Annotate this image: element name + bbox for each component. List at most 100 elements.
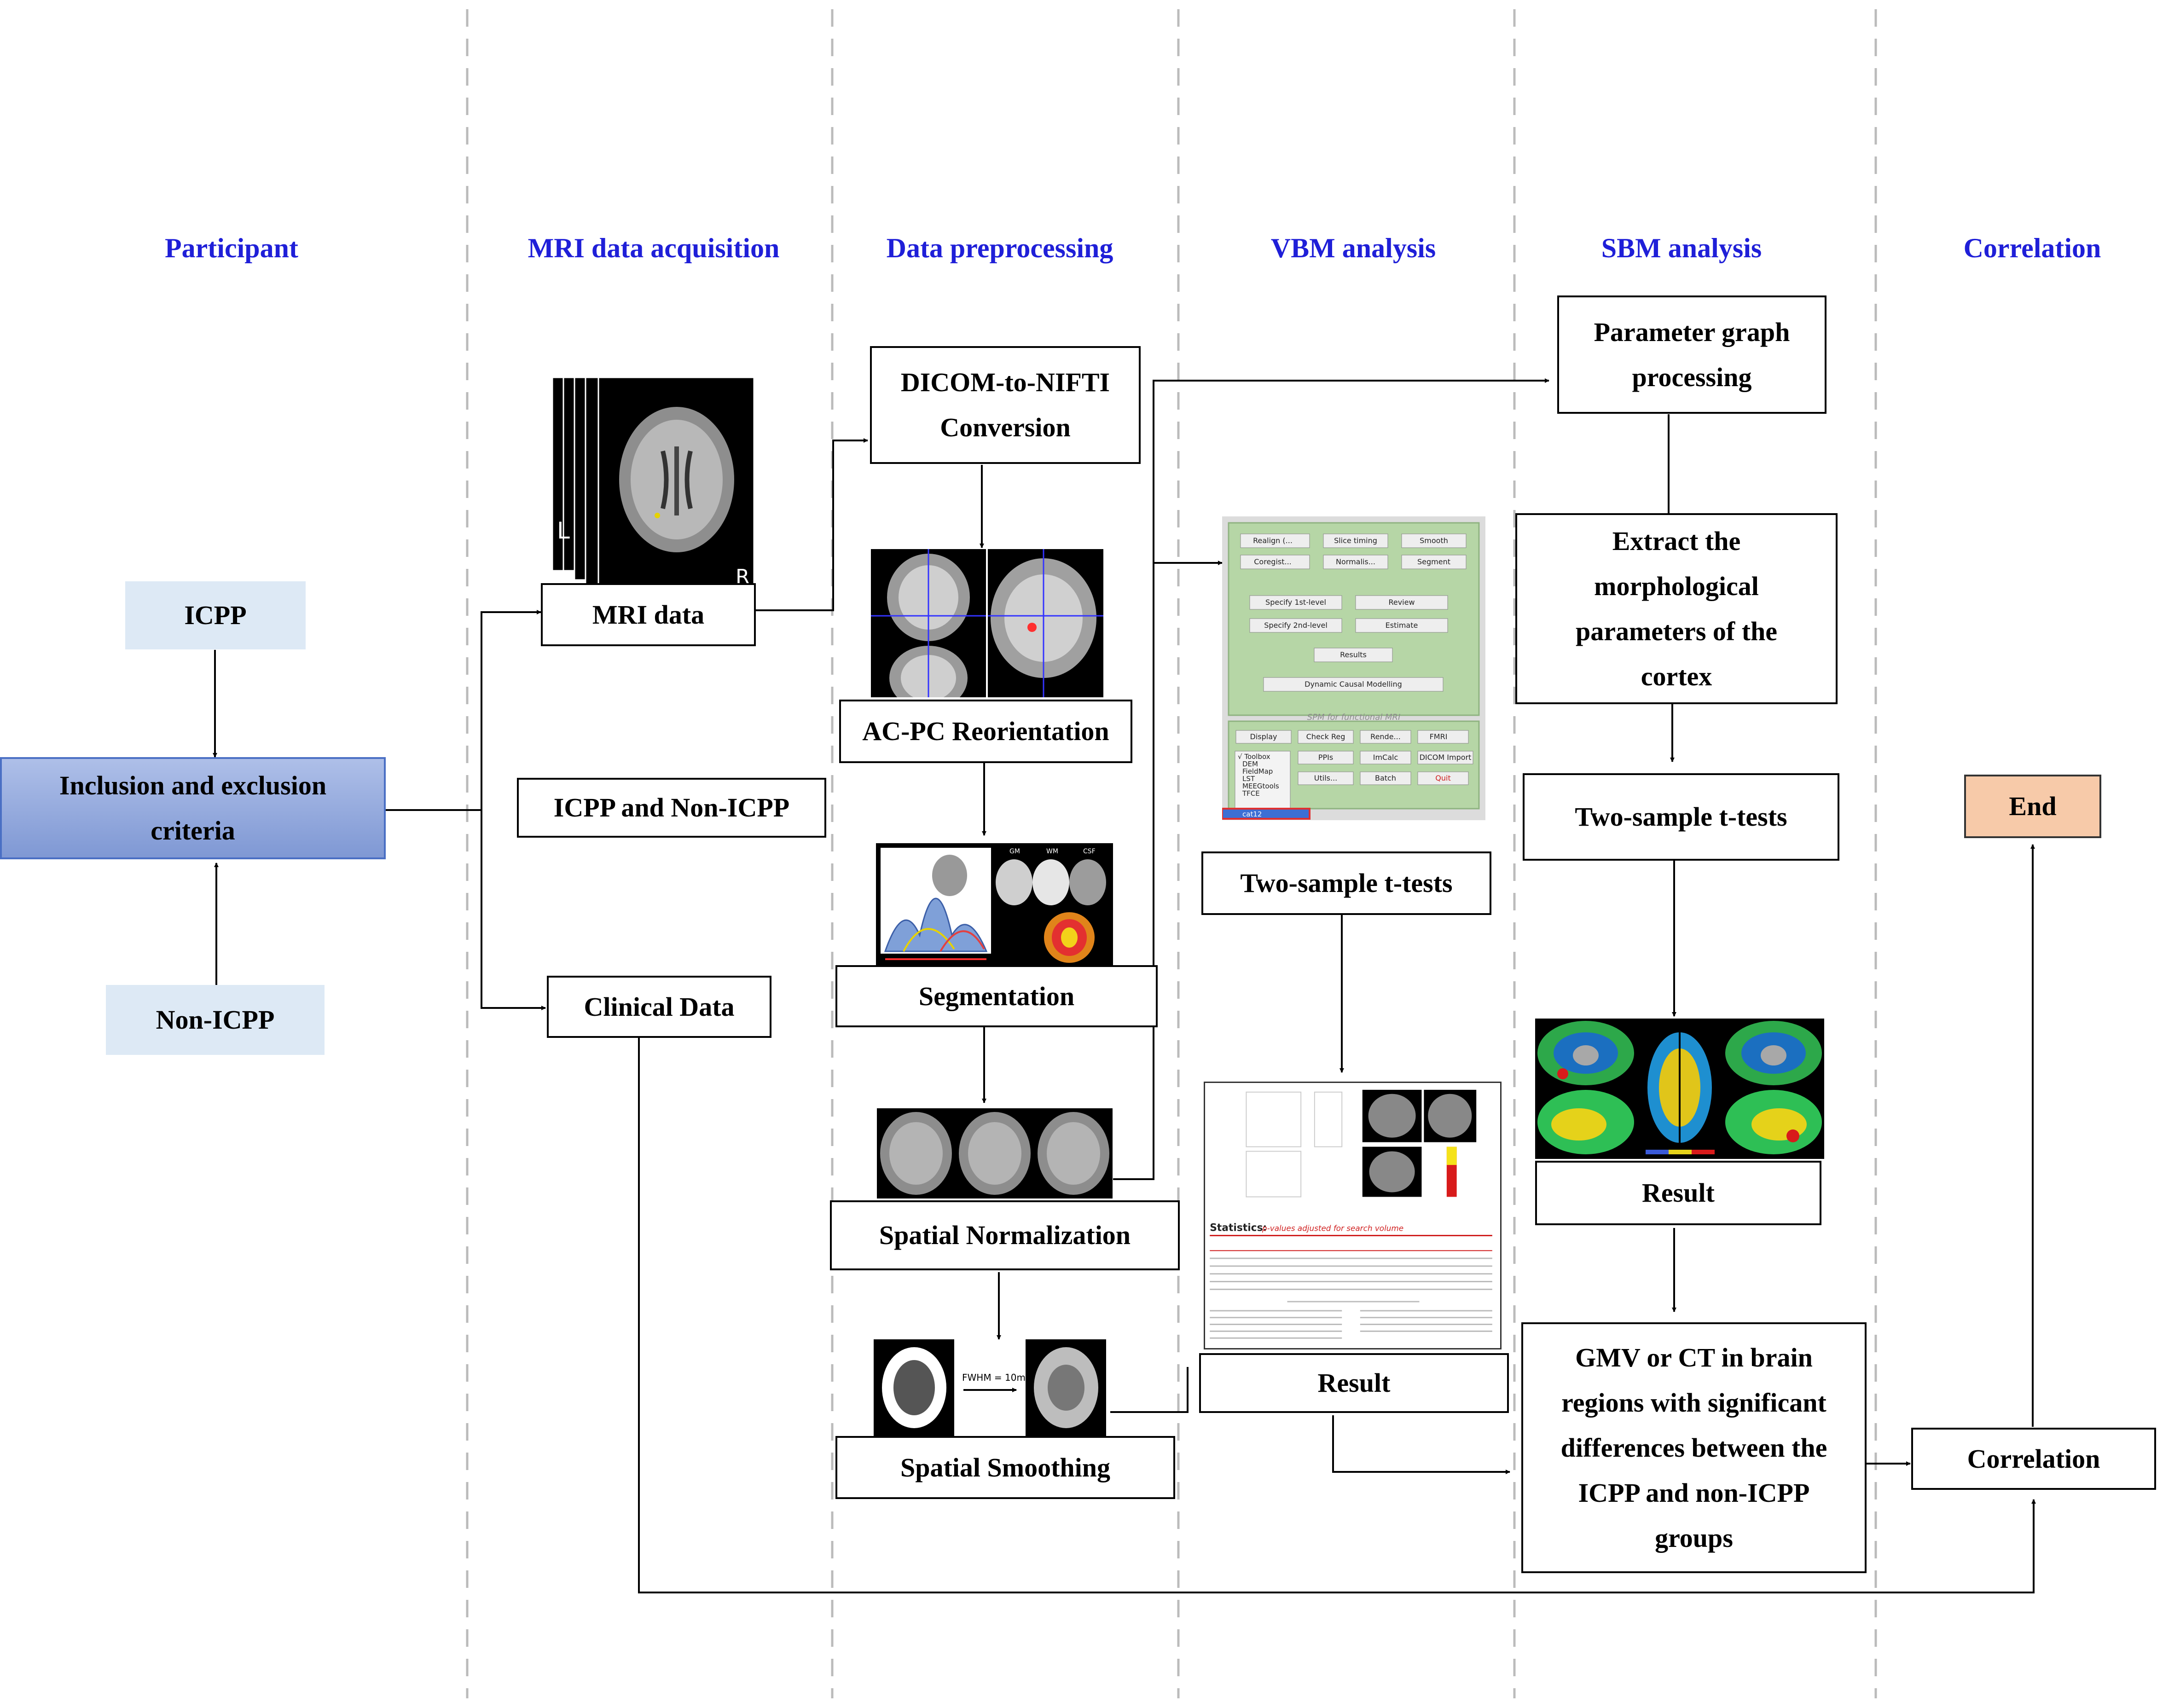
svg-text:Coregist...: Coregist... — [1254, 557, 1292, 566]
svg-text:Smooth: Smooth — [1420, 536, 1448, 545]
spm-button-estimate[interactable]: Estimate — [1355, 618, 1448, 633]
spm-button-coregister[interactable]: Coregist... — [1240, 555, 1310, 569]
spm-button-segment[interactable]: Segment — [1401, 555, 1467, 569]
spm-toolbox-menu[interactable]: √ Toolbox DEM FieldMap LST MEEGtools TFC… — [1222, 751, 1310, 820]
segmentation-image: GM WM CSF — [876, 843, 1113, 965]
svg-text:TFCE: TFCE — [1242, 789, 1260, 798]
svg-text:Review: Review — [1388, 598, 1415, 607]
parameter-graph-box: Parameter graph processing — [1557, 295, 1826, 414]
spm-button-ppis[interactable]: PPIs — [1298, 751, 1354, 764]
sbm-result-label: Result — [1642, 1178, 1715, 1208]
svg-text:Slice timing: Slice timing — [1334, 536, 1377, 545]
svg-text:MEEGtools: MEEGtools — [1242, 782, 1279, 790]
criteria-line-1: Inclusion and exclusion — [59, 770, 327, 800]
vbm-result-label: Result — [1317, 1368, 1391, 1398]
acpc-box: AC-PC Reorientation — [839, 700, 1132, 763]
gmv-line-3: differences between the — [1560, 1432, 1827, 1463]
svg-text:Display: Display — [1250, 732, 1277, 741]
stats-title: Statistics: — [1210, 1222, 1267, 1234]
svg-text:LST: LST — [1242, 775, 1255, 783]
correlation-box: Correlation — [1911, 1428, 2156, 1490]
svg-text:Specify 1st-level: Specify 1st-level — [1265, 598, 1326, 607]
header-correlation: Correlation — [1963, 233, 2101, 263]
acpc-label: AC-PC Reorientation — [862, 716, 1109, 746]
column-separators — [466, 9, 1877, 1698]
non-icpp-box: Non-ICPP — [106, 985, 325, 1055]
criteria-line-2: criteria — [151, 816, 235, 845]
svg-text:Batch: Batch — [1375, 774, 1396, 782]
spm-button-specify-1st[interactable]: Specify 1st-level — [1249, 595, 1342, 610]
spm-button-dcm[interactable]: Dynamic Causal Modelling — [1263, 677, 1444, 692]
groups-label: ICPP and Non-ICPP — [553, 793, 790, 822]
extract-line-2: morphological — [1594, 571, 1759, 601]
spm-button-display[interactable]: Display — [1235, 730, 1292, 744]
spm-button-realign[interactable]: Realign (... — [1240, 533, 1310, 548]
correlation-label: Correlation — [1967, 1443, 2100, 1474]
svg-text:L: L — [557, 517, 570, 544]
svg-text:Dynamic Causal Modelling: Dynamic Causal Modelling — [1305, 680, 1402, 689]
spm-button-slice-timing[interactable]: Slice timing — [1323, 533, 1388, 548]
normalization-label: Spatial Normalization — [879, 1220, 1131, 1250]
header-preprocessing: Data preprocessing — [886, 233, 1113, 263]
gmv-line-4: ICPP and non-ICPP — [1578, 1477, 1810, 1508]
svg-text:FieldMap: FieldMap — [1242, 767, 1273, 776]
vbm-result-figure: Statistics: p-values adjusted for search… — [1204, 1082, 1502, 1349]
arrow-norm-to-spm — [1113, 561, 1223, 1180]
spm-window: Realign (... Slice timing Smooth Coregis… — [1222, 516, 1485, 820]
spm-button-check-reg[interactable]: Check Reg — [1298, 730, 1354, 744]
vbm-ttest-box: Two-sample t-tests — [1201, 851, 1491, 915]
svg-text:Normalis...: Normalis... — [1336, 557, 1375, 566]
header-sbm: SBM analysis — [1601, 233, 1762, 263]
spm-button-render[interactable]: Rende... — [1360, 730, 1411, 744]
extract-line-4: cortex — [1641, 661, 1712, 691]
dicom-line-2: Conversion — [940, 412, 1071, 442]
gmv-ct-box: GMV or CT in brain regions with signific… — [1521, 1322, 1867, 1573]
svg-text:Realign (...: Realign (... — [1253, 536, 1293, 545]
dicom-line-1: DICOM-to-NIFTI — [900, 367, 1110, 397]
segmentation-label: Segmentation — [918, 981, 1075, 1011]
spm-button-utils[interactable]: Utils... — [1298, 771, 1354, 785]
mri-image-stack: L R — [552, 377, 754, 587]
sbm-ttest-box: Two-sample t-tests — [1523, 773, 1839, 861]
clinical-data-label: Clinical Data — [584, 991, 735, 1022]
spm-caption: SPM for functional MRI — [1307, 712, 1401, 722]
acpc-image — [871, 549, 1103, 697]
criteria-box: Inclusion and exclusion criteria — [0, 757, 386, 859]
connectors — [213, 378, 2036, 1593]
segmentation-box: Segmentation — [835, 965, 1158, 1027]
fwhm-label: FWHM = 10mm — [962, 1372, 1034, 1383]
spm-button-specify-2nd[interactable]: Specify 2nd-level — [1249, 618, 1342, 633]
spm-button-results[interactable]: Results — [1314, 648, 1393, 662]
header-participant: Participant — [165, 233, 298, 263]
smoothing-label: Spatial Smoothing — [900, 1452, 1111, 1482]
seg-label-csf: CSF — [1083, 848, 1096, 855]
svg-text:DICOM Import: DICOM Import — [1420, 753, 1472, 762]
spm-button-batch[interactable]: Batch — [1360, 771, 1411, 785]
svg-text:Check Reg: Check Reg — [1306, 732, 1345, 741]
seg-label-wm: WM — [1046, 848, 1058, 855]
mri-data-box: MRI data — [541, 583, 756, 646]
header-vbm: VBM analysis — [1270, 233, 1436, 263]
svg-text:Specify 2nd-level: Specify 2nd-level — [1264, 621, 1328, 630]
normalization-image — [877, 1108, 1113, 1198]
svg-text:Utils...: Utils... — [1314, 774, 1337, 782]
spm-button-quit[interactable]: Quit — [1417, 771, 1469, 785]
arrow-mri-to-dicom — [756, 438, 868, 611]
header-mri-acquisition: MRI data acquisition — [528, 233, 780, 263]
spm-button-review[interactable]: Review — [1355, 595, 1448, 610]
svg-text:cat12: cat12 — [1242, 810, 1262, 818]
sbm-result-box: Result — [1535, 1161, 1821, 1225]
icpp-label: ICPP — [184, 600, 247, 630]
spm-button-smooth[interactable]: Smooth — [1401, 533, 1467, 548]
spm-select-fmri[interactable]: FMRI — [1417, 730, 1469, 744]
svg-text:Results: Results — [1340, 650, 1367, 659]
gmv-line-5: groups — [1655, 1523, 1733, 1553]
svg-text:DEM: DEM — [1242, 760, 1258, 768]
normalization-box: Spatial Normalization — [830, 1200, 1180, 1270]
svg-text:Rende...: Rende... — [1370, 732, 1401, 741]
gmv-line-2: regions with significant — [1561, 1387, 1826, 1418]
spm-button-dicom-import[interactable]: DICOM Import — [1417, 751, 1473, 764]
spm-button-imcalc[interactable]: ImCalc — [1360, 751, 1411, 764]
spm-button-normalise[interactable]: Normalis... — [1323, 555, 1388, 569]
